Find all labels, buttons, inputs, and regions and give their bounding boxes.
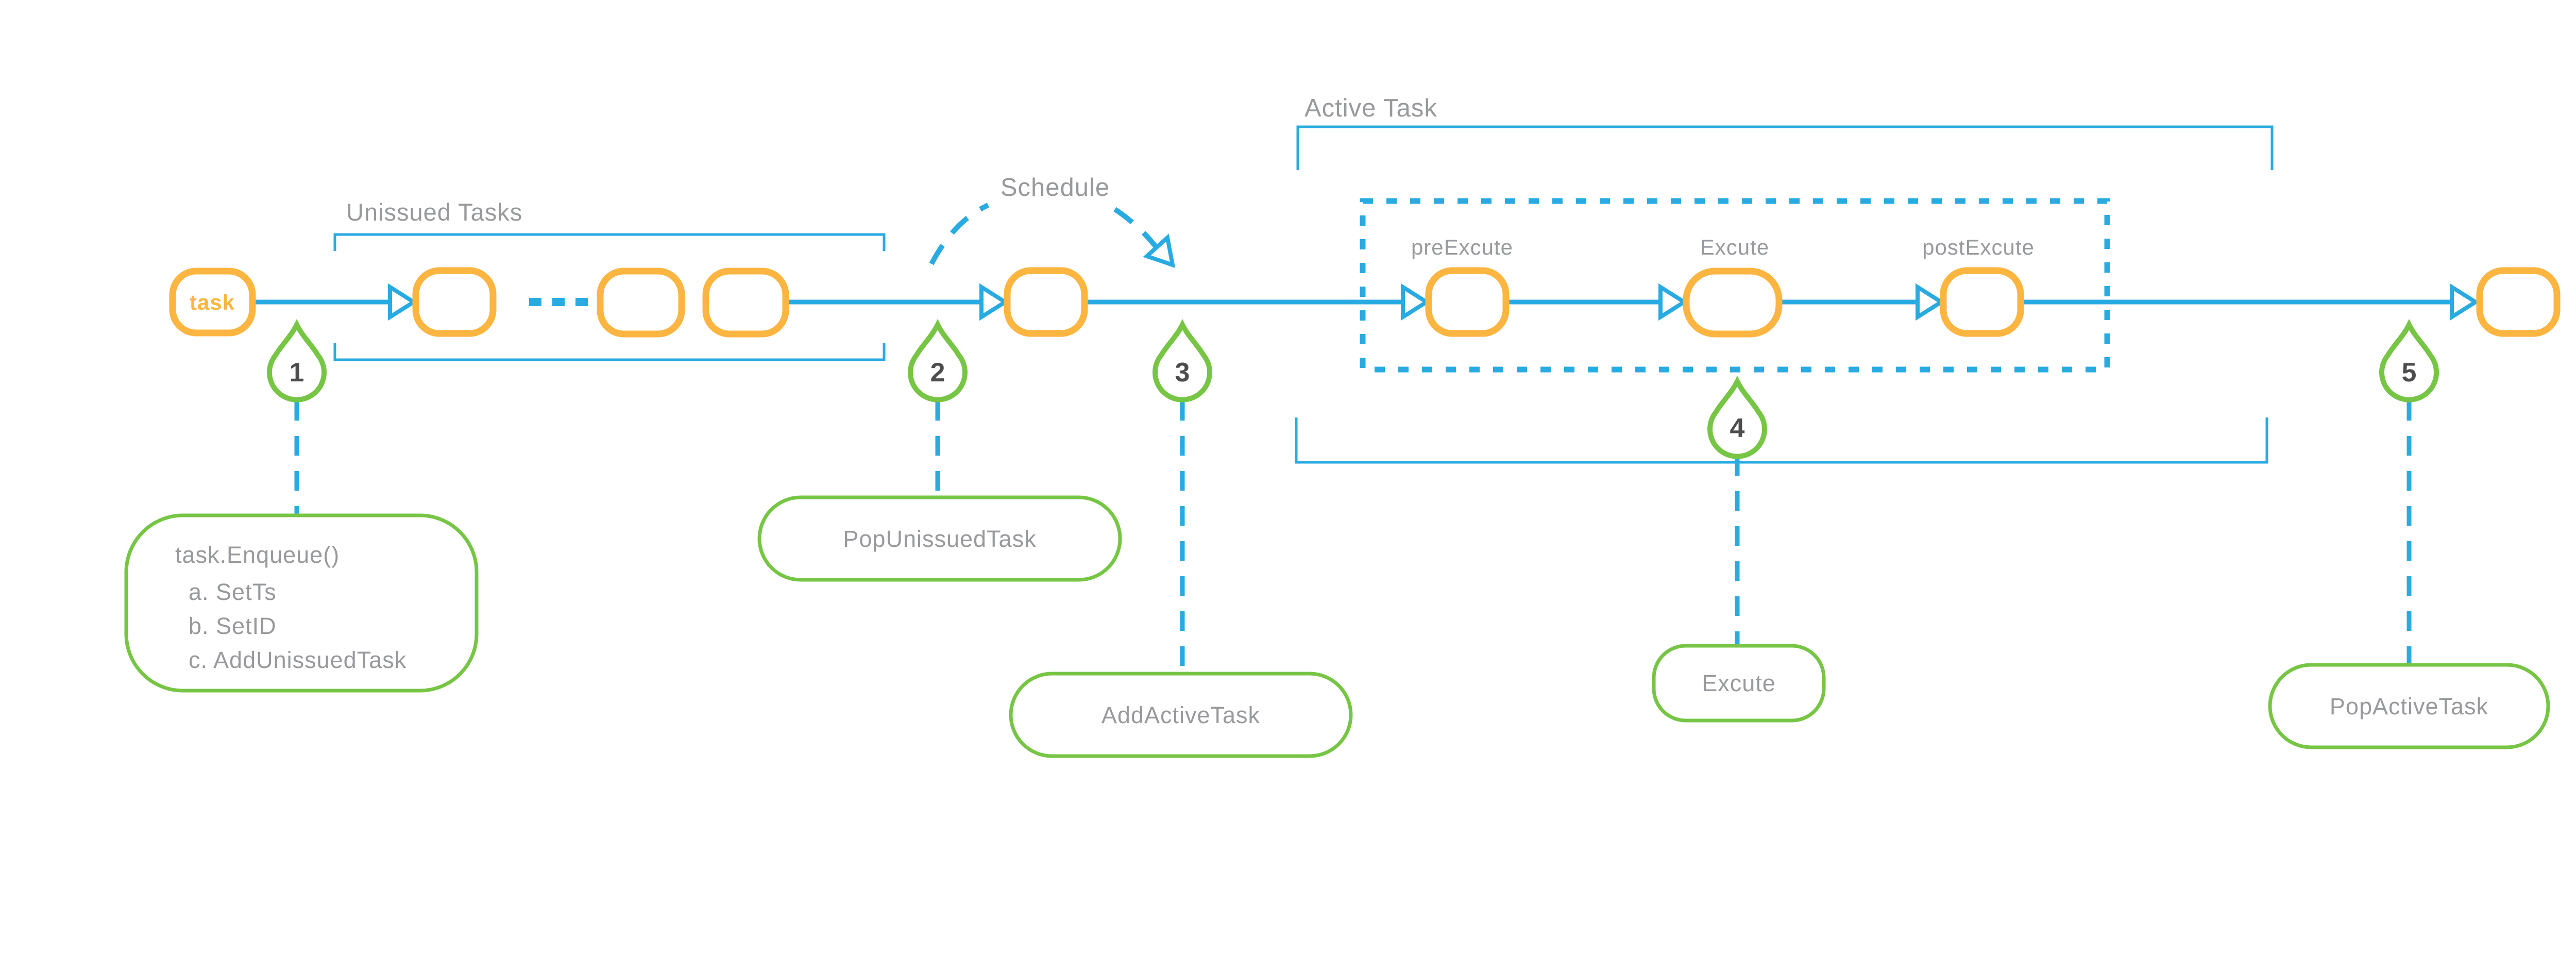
arrowhead-icon-5 — [1916, 283, 1945, 321]
preexcute-label: preExcute — [1411, 235, 1513, 259]
callout-popunissuedtask-label: PopUnissuedTask — [843, 526, 1036, 552]
callout-enqueue-line-4: c. AddUnissuedTask — [189, 647, 406, 673]
marker-2-pin — [908, 319, 968, 403]
arrowhead-icon-1 — [388, 283, 418, 321]
marker-3-number: 3 — [1175, 358, 1190, 388]
callout-excute-label: Excute — [1702, 670, 1776, 696]
postexcute-node — [1940, 267, 2024, 337]
marker-3-pin — [1153, 319, 1212, 403]
preexcute-node — [1425, 267, 1510, 337]
active-task-label: Active Task — [1304, 94, 1437, 122]
active-task-top-bracket — [1296, 125, 2274, 170]
callout-popactivetask-label: PopActiveTask — [2330, 693, 2488, 719]
callout-enqueue-text: task.Enqueue() a. SetTs b. SetID c. AddU… — [175, 542, 406, 673]
schedule-node — [1004, 267, 1088, 337]
schedule-label: Schedule — [1001, 174, 1110, 202]
callout-popactivetask-box — [2268, 663, 2550, 749]
marker-1-pin — [267, 319, 327, 403]
active-task-bottom-bracket — [1295, 417, 2268, 464]
unissued-tasks-top-bracket — [333, 233, 886, 251]
unissued-tasks-label: Unissued Tasks — [346, 198, 522, 226]
callout-popunissuedtask-box — [757, 495, 1122, 582]
unissued-node-3 — [702, 267, 789, 338]
callout-addactivetask-box — [1009, 672, 1353, 758]
task-node — [169, 267, 256, 337]
callout-addactivetask-label: AddActiveTask — [1101, 702, 1260, 728]
marker-5-number: 5 — [2402, 358, 2417, 388]
schedule-arc-right — [1113, 207, 1159, 250]
end-node — [2476, 267, 2561, 337]
schedule-arc-arrowhead-icon — [1143, 233, 1176, 268]
excute-label: Excute — [1700, 235, 1769, 259]
marker-1-number: 1 — [290, 358, 304, 388]
callout-enqueue-line-1: task.Enqueue() — [175, 542, 340, 568]
callout-enqueue-line-2: a. SetTs — [189, 579, 277, 605]
marker-4-pin — [1707, 375, 1767, 459]
excute-node — [1683, 267, 1783, 338]
arrowhead-icon-4 — [1658, 283, 1688, 321]
active-task-dotted-box — [1360, 198, 2110, 373]
unissued-tasks-bottom-bracket — [333, 343, 886, 361]
callout-excute-box — [1652, 644, 1826, 723]
arrowhead-icon-2 — [979, 283, 1009, 321]
marker-4-number: 4 — [1730, 413, 1745, 443]
marker-2-number: 2 — [930, 358, 945, 388]
callout-enqueue-box — [124, 513, 479, 693]
unissued-node-1 — [412, 267, 497, 337]
marker-5-pin — [2379, 319, 2439, 403]
unissued-node-2 — [597, 267, 685, 338]
postexcute-label: postExcute — [1922, 235, 2035, 259]
arrowhead-icon-6 — [2450, 283, 2480, 321]
callout-enqueue-line-3: b. SetID — [189, 613, 277, 639]
schedule-arc-left — [929, 203, 990, 265]
task-node-label: task — [190, 290, 235, 314]
queue-ellipsis-dots — [529, 298, 588, 306]
arrowhead-icon-3 — [1401, 283, 1431, 321]
